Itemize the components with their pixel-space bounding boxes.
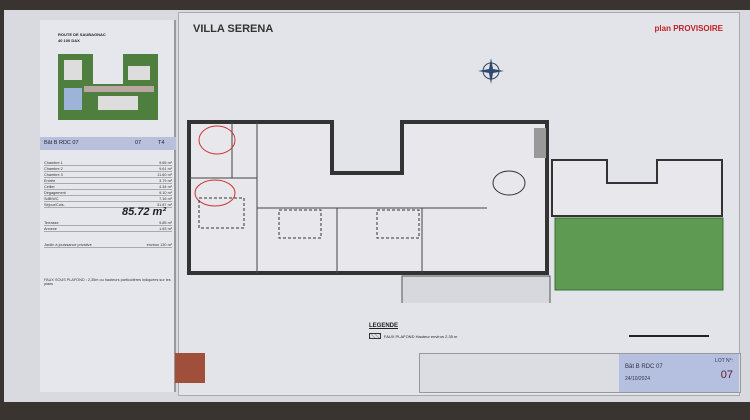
area: 9.65 m² <box>159 161 172 165</box>
table-row: Annexe 1.63 m² <box>44 226 172 232</box>
title-block-date: 24/10/2024 <box>625 376 651 382</box>
table-row: Terrasse 9.85 m² <box>44 220 172 226</box>
table-row: Entrée 3.79 m² <box>44 178 172 184</box>
logo <box>175 353 205 383</box>
table-row: Jardin à jouissance privative environ 130… <box>44 242 172 248</box>
area: 9.10 m² <box>159 191 172 195</box>
compass-icon <box>478 58 504 84</box>
room: Terrasse <box>44 221 59 225</box>
scale-bar <box>629 335 709 337</box>
room: Entrée <box>44 179 56 183</box>
project-title: VILLA SERENA <box>193 23 274 35</box>
total-area: 85.72 m² <box>121 206 166 218</box>
faux-plafond-swatch <box>369 333 381 339</box>
area: 31.87 m² <box>157 203 172 207</box>
room: Dégagement <box>44 191 66 195</box>
area: 7.16 m² <box>159 197 172 201</box>
table-row: Chambre 2 9.61 m² <box>44 166 172 172</box>
lot-number: 07 <box>720 369 733 381</box>
address-line-2: 40 100 DAX <box>58 38 80 43</box>
lot-number-label: LOT N°: <box>714 358 733 364</box>
annex-table: Terrasse 9.85 m² Annexe 1.63 m² <box>44 220 172 232</box>
table-row: Dégagement 9.10 m² <box>44 190 172 196</box>
table-row: Séjour/Cuis. 31.87 m² <box>44 202 172 208</box>
room: Chambre 3 <box>44 173 63 177</box>
room: SdB/WC <box>44 197 59 201</box>
legend-item: FAUX PLAFOND Hauteur environ 2,35 m <box>384 334 458 339</box>
left-info-panel: ROUTE DE SAUBAGNAC 40 100 DAX Bât B RDC … <box>40 20 176 392</box>
floor-plan <box>187 120 724 303</box>
lot-band-lot: 07 <box>135 140 142 146</box>
room: Annexe <box>44 227 57 231</box>
status-label: plan PROVISOIRE <box>654 24 723 33</box>
area: 1.63 m² <box>159 227 172 231</box>
area: 4.34 m² <box>159 185 172 189</box>
room: Chambre 1 <box>44 161 63 165</box>
address-line-1: ROUTE DE SAUBAGNAC <box>58 32 106 37</box>
surface-table: Chambre 1 9.65 m² Chambre 2 9.61 m² Chambr… <box>44 160 172 208</box>
room: Séjour/Cuis. <box>44 203 65 207</box>
table-row: Chambre 1 9.65 m² <box>44 160 172 166</box>
annex-plan <box>551 159 724 291</box>
garden-area: environ 130 m² <box>146 243 172 247</box>
lot-band-type: T4 <box>158 140 165 146</box>
area: 3.79 m² <box>159 179 172 183</box>
garden-label: Jardin à jouissance privative <box>44 243 92 247</box>
lot-band-label: Bât B RDC 07 <box>44 140 79 146</box>
footnote: FAUX SOUS PLAFOND : 2,35m ou hauteurs pa… <box>44 278 171 286</box>
lot-band: Bât B RDC 07 07 T4 <box>40 137 176 150</box>
room: Cellier <box>44 185 55 189</box>
area: 11.60 m² <box>157 173 172 177</box>
table-row: SdB/WC 7.16 m² <box>44 196 172 202</box>
title-block-blue: Bât B RDC 07 24/10/2024 LOT N°: 07 <box>619 354 739 392</box>
table-row: Cellier 4.34 m² <box>44 184 172 190</box>
area: 9.61 m² <box>159 167 172 171</box>
site-plan-image <box>58 54 158 120</box>
area: 9.85 m² <box>159 221 172 225</box>
table-row: Chambre 3 11.60 m² <box>44 172 172 178</box>
garden-row: Jardin à jouissance privative environ 130… <box>44 242 172 248</box>
title-block-lot-label: Bât B RDC 07 <box>625 364 663 370</box>
room: Chambre 2 <box>44 167 63 171</box>
legend-title: LEGENDE <box>369 323 399 329</box>
plan-sheet: VILLA SERENA plan PROVISOIRE LEGENDE FAU… <box>175 12 741 396</box>
